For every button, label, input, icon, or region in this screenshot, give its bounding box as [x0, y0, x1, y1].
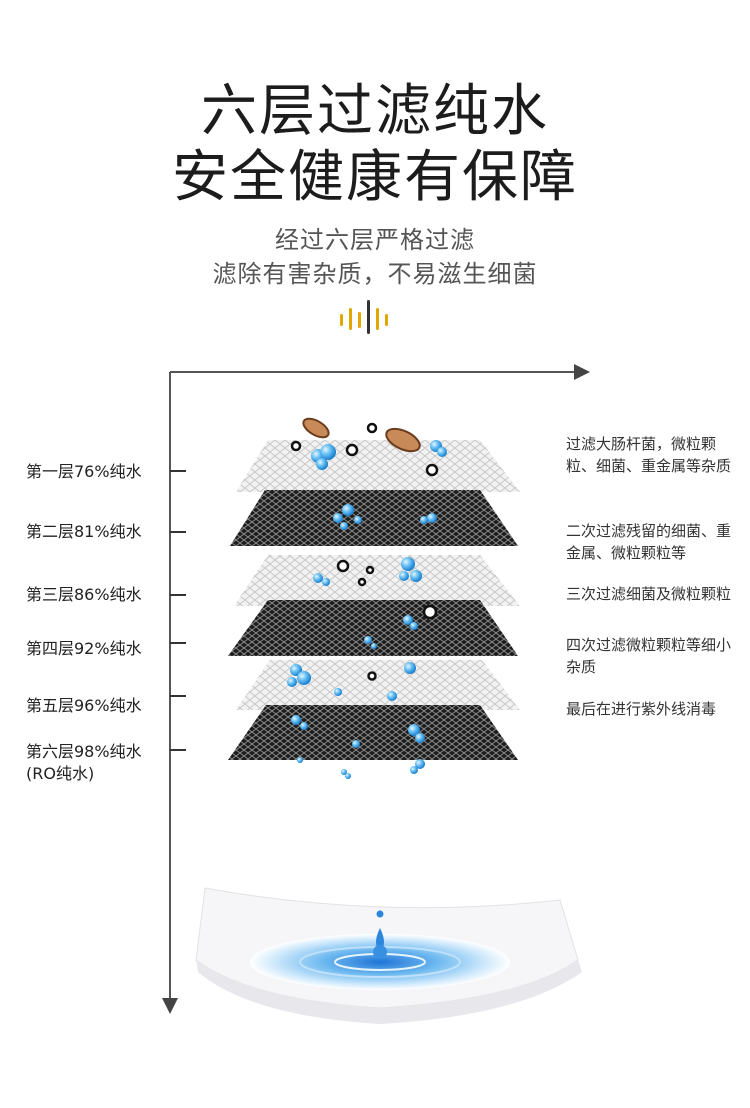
layer-5-desc: 最后在进行紫外线消毒: [566, 700, 717, 718]
axis-tick-1: [170, 470, 186, 472]
layer-3-label: 第三层86%纯水: [26, 585, 142, 604]
water-bubbles: [287, 440, 447, 779]
axis-tick-6: [170, 749, 186, 751]
water-drop-icon: [373, 910, 387, 959]
filter-layer-4: [228, 600, 518, 656]
filter-layer-1: [236, 440, 520, 492]
layer-6-label-sub: (RO纯水): [26, 764, 95, 783]
clean-water-basin: [195, 887, 582, 1024]
layer-5-label: 第五层96%纯水: [26, 696, 142, 715]
axis-tick-3: [170, 594, 186, 596]
layer-4-desc: 四次过滤微粒颗粒等细小杂质: [566, 636, 732, 676]
page-title-line1: 六层过滤纯水: [201, 79, 549, 144]
layer-3-desc: 三次过滤细菌及微粒颗粒: [566, 585, 732, 603]
subtitle-line1: 经过六层严格过滤: [275, 226, 475, 254]
bacteria-icon: [302, 417, 421, 453]
layer-4-label: 第四层92%纯水: [26, 639, 142, 658]
sound-wave-icon: [340, 300, 388, 334]
filter-layer-6: [228, 705, 518, 760]
axis-tick-4: [170, 642, 186, 644]
filter-layer-5: [236, 660, 520, 710]
axis-tick-2: [170, 531, 186, 533]
subtitle-line2: 滤除有害杂质，不易滋生细菌: [212, 260, 538, 288]
layer-2-label: 第二层81%纯水: [26, 522, 142, 541]
layer-2-desc: 二次过滤残留的细菌、重金属、微粒颗粒等: [566, 522, 732, 562]
layer-1-label: 第一层76%纯水: [26, 462, 142, 481]
filter-layer-3: [234, 555, 520, 606]
layer-1-desc: 过滤大肠杆菌，微粒颗粒、细菌、重金属等杂质: [566, 435, 732, 475]
page-title-line2: 安全健康有保障: [172, 145, 578, 210]
axis-tick-5: [170, 695, 186, 697]
layer-6-label: 第六层98%纯水: [26, 742, 142, 761]
impurity-particles: [290, 422, 439, 681]
filter-layer-2: [230, 490, 518, 546]
